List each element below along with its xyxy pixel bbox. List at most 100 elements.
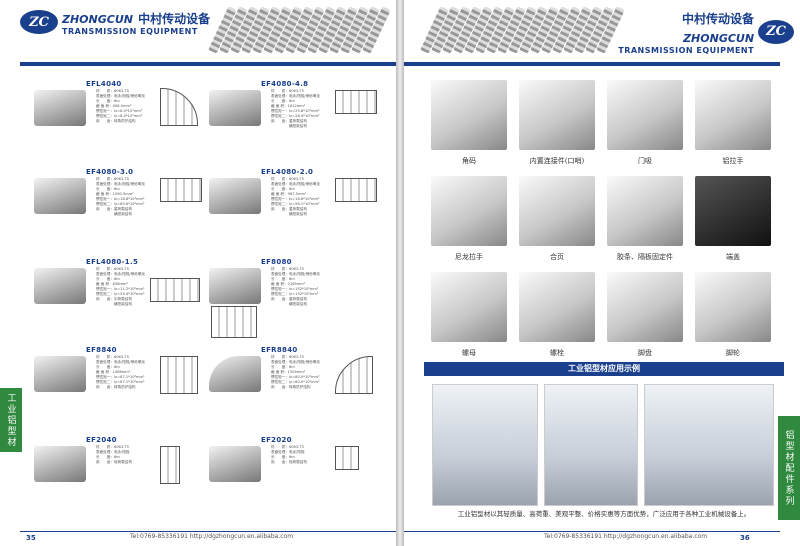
right-side-tab: 铝型材配件系列 <box>778 416 800 520</box>
product-title: EFL4040 <box>86 80 122 88</box>
left-header: ZC ZHONGCUN 中村传动设备 TRANSMISSION EQUIPMEN… <box>20 8 220 48</box>
product-cross-section <box>160 178 202 202</box>
product-cross-section <box>160 88 198 126</box>
product-cross-section <box>150 278 200 302</box>
accessory-seal-strip: 胶条、隔板固定件 <box>606 176 684 264</box>
accessory-label: 螺母 <box>462 349 476 357</box>
accessory-photo <box>695 80 771 150</box>
accessory-aluminum-handle: 铝拉手 <box>694 80 772 168</box>
left-footer: Tel:0769-85336191 http://dgzhongcun.en.a… <box>130 533 294 540</box>
product-cross-section <box>211 306 257 338</box>
accessory-hinge: 合页 <box>518 176 596 264</box>
accessory-photo <box>519 272 595 342</box>
right-page-number: 36 <box>740 534 750 542</box>
brand-cn: 中村传动设备 <box>682 12 755 26</box>
product-title: EFL4080-1.5 <box>86 258 139 266</box>
brand-tagline: TRANSMISSION EQUIPMENT <box>618 46 755 55</box>
right-header: 中村传动设备 ZHONGCUN TRANSMISSION EQUIPMENT Z… <box>614 8 794 55</box>
accessory-photo <box>607 80 683 150</box>
right-page: 中村传动设备 ZHONGCUN TRANSMISSION EQUIPMENT Z… <box>404 0 800 546</box>
product-title: EF8840 <box>86 346 117 354</box>
accessory-photo <box>519 80 595 150</box>
header-rule <box>20 62 396 66</box>
accessory-label: 门吸 <box>638 157 652 165</box>
product-cross-section <box>335 356 373 394</box>
product-photo <box>34 90 86 126</box>
right-footer: Tel:0769-85336191 http://dgzhongcun.en.a… <box>544 533 708 540</box>
product-photo <box>209 446 261 482</box>
accessory-caster: 脚轮 <box>694 272 772 360</box>
product-title: EF2020 <box>261 436 292 444</box>
accessory-internal-connector: 内置连接件(口哨) <box>518 80 596 168</box>
product-title: EF8080 <box>261 258 292 266</box>
accessory-bolt: 螺栓 <box>518 272 596 360</box>
product-photo <box>34 446 86 482</box>
header-parts-banner <box>420 6 625 60</box>
brand-cn: 中村传动设备 <box>138 12 211 26</box>
application-description: 工业铝型材以其轻质量、高荷重、美观平整、价格实惠等方面优势，广泛应用于各种工业机… <box>457 510 751 518</box>
header-rule <box>404 62 780 66</box>
product-photo <box>34 356 86 392</box>
right-footer-line <box>404 531 780 532</box>
product-title: EFR8840 <box>261 346 298 354</box>
application-photo-1 <box>432 384 538 506</box>
product-title: EF4080-3.0 <box>86 168 134 176</box>
brand-logo: ZC ZHONGCUN 中村传动设备 TRANSMISSION EQUIPMEN… <box>20 8 220 36</box>
accessory-photo <box>607 272 683 342</box>
product-photo <box>209 178 261 214</box>
accessory-foot-pad: 脚盘 <box>606 272 684 360</box>
left-footer-line <box>20 531 396 532</box>
page-gutter <box>396 0 404 546</box>
accessory-label: 螺栓 <box>550 349 564 357</box>
product-photo <box>209 268 261 304</box>
application-photo-3 <box>644 384 774 506</box>
application-title: 工业铝型材应用示例 <box>424 362 784 376</box>
accessory-photo <box>431 272 507 342</box>
product-cross-section <box>160 356 198 394</box>
product-photo <box>209 90 261 126</box>
product-title: EF2040 <box>86 436 117 444</box>
application-photo-2 <box>544 384 638 506</box>
accessory-nylon-handle: 尼龙拉手 <box>430 176 508 264</box>
brand-logo: 中村传动设备 ZHONGCUN TRANSMISSION EQUIPMENT Z… <box>614 8 794 55</box>
zc-logo-icon: ZC <box>20 10 58 34</box>
accessory-label: 角码 <box>462 157 476 165</box>
accessory-door-stop: 门吸 <box>606 80 684 168</box>
brand-en: ZHONGCUN <box>62 13 133 26</box>
accessory-photo <box>695 272 771 342</box>
accessory-label: 脚轮 <box>726 349 740 357</box>
product-title: EF4080-4.8 <box>261 80 309 88</box>
product-cross-section <box>335 90 377 114</box>
product-cross-section <box>160 446 180 484</box>
accessory-photo <box>431 176 507 246</box>
accessory-nut: 螺母 <box>430 272 508 360</box>
zc-logo-icon: ZC <box>758 19 794 44</box>
accessory-label: 合页 <box>550 253 564 261</box>
left-side-tab: 工业铝型材 <box>0 388 22 452</box>
accessory-label: 端盖 <box>726 253 740 261</box>
accessory-label: 铝拉手 <box>722 157 744 165</box>
accessory-photo <box>519 176 595 246</box>
accessory-end-cap: 端盖 <box>694 176 772 264</box>
product-title: EFL4080-2.0 <box>261 168 314 176</box>
brand-tagline: TRANSMISSION EQUIPMENT <box>62 27 198 36</box>
